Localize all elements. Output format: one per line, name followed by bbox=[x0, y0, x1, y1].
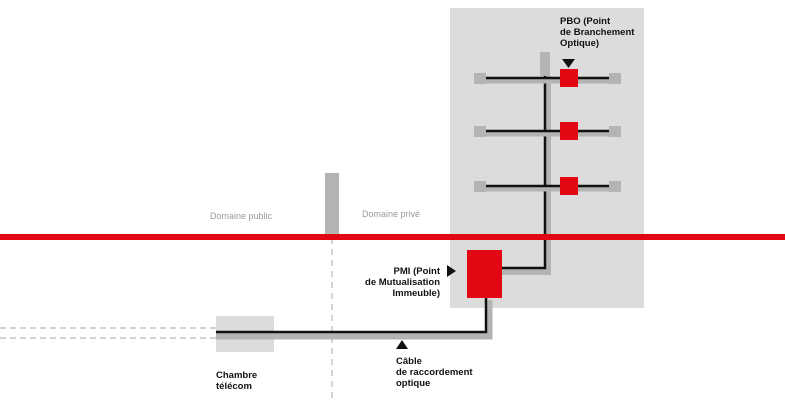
cable-shadow bbox=[216, 300, 493, 340]
riser-shadow bbox=[502, 76, 551, 275]
pbo-box bbox=[560, 69, 578, 87]
cable-black bbox=[216, 298, 488, 334]
domaine-prive-label: Domaine privé bbox=[362, 209, 421, 219]
domaine-public-label: Domaine public bbox=[210, 211, 273, 221]
pbo-box bbox=[560, 177, 578, 195]
boundary-post bbox=[325, 173, 339, 235]
pbo-label: PBO (Point de Branchement Optique) bbox=[560, 16, 635, 49]
pmi-box bbox=[467, 250, 502, 298]
pbo-box bbox=[560, 122, 578, 140]
riser-stub bbox=[540, 52, 550, 76]
pmi-label: PMI (Point de Mutualisation Immeuble) bbox=[365, 266, 440, 299]
pbo-arrow-icon bbox=[562, 59, 575, 68]
pmi-arrow-icon bbox=[447, 265, 456, 277]
riser-black bbox=[502, 76, 547, 270]
cable-arrow-icon bbox=[396, 340, 408, 349]
floor-branch-2 bbox=[474, 122, 621, 140]
floor-branch-1 bbox=[474, 69, 621, 87]
chambre-telecom-label: Chambre télécom bbox=[216, 370, 258, 392]
cable-label: Câble de raccordement optique bbox=[396, 356, 473, 389]
floor-branch-3 bbox=[474, 177, 621, 195]
domain-boundary-red-line bbox=[0, 234, 785, 240]
